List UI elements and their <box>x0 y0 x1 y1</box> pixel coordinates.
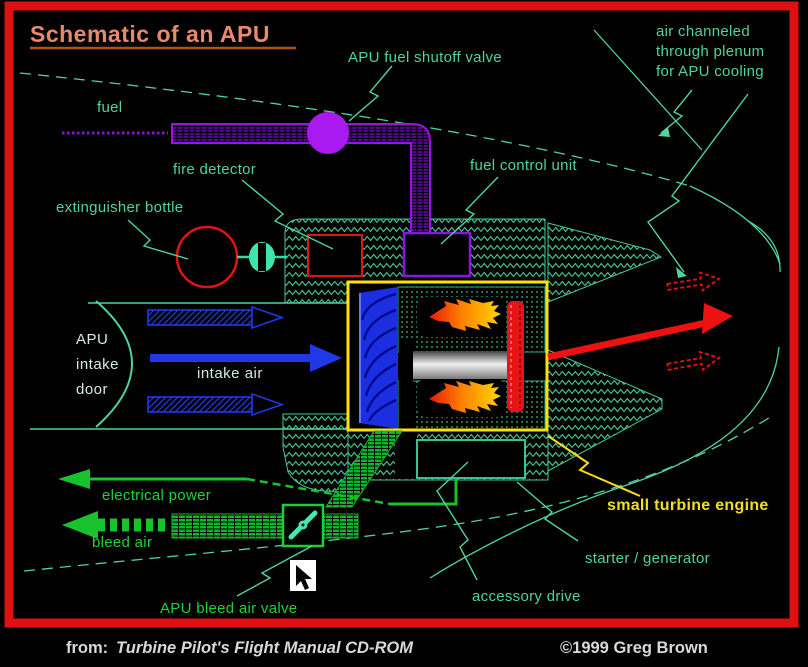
footer-from-prefix: from: <box>66 639 108 657</box>
engine-case-outline <box>346 280 549 432</box>
engine-shaft <box>413 352 509 379</box>
exhaust-arrow-shaft <box>547 319 707 361</box>
turbine <box>507 301 524 412</box>
label-apu-bleed-air-valve: APU bleed air valve <box>160 600 297 617</box>
fuel-duct <box>171 123 431 234</box>
plenum-hatch-upper-taper <box>547 222 663 303</box>
tail-cone-bottom-arc <box>429 346 780 579</box>
electrical-power-line-riser <box>390 479 458 506</box>
label-fire-detector: fire detector <box>173 161 256 178</box>
cooling-air-arrow-lower <box>666 350 722 372</box>
intake-air-dashed-arrow-upper <box>147 305 285 330</box>
extinguisher-bottle <box>175 225 239 289</box>
label-intake-air: intake air <box>197 365 263 382</box>
apu-bleed-air-valve[interactable] <box>281 503 325 548</box>
leader-accessory-drive <box>436 461 478 581</box>
label-starter-generator: starter / generator <box>585 550 710 567</box>
leader-air-channeled-short <box>660 89 693 134</box>
label-apu-intake-door-3: door <box>76 381 108 398</box>
leader-air-channeled-long-arrow <box>676 267 687 278</box>
leader-bleed-air-valve <box>236 545 313 597</box>
bleed-air-duct-diagonal <box>325 430 403 508</box>
bleed-air-arrow-head <box>62 511 98 539</box>
label-apu-intake-door-1: APU <box>76 331 108 348</box>
leader-fuel-shutoff-valve <box>348 65 393 122</box>
starter-generator-box <box>416 439 526 479</box>
compressor <box>359 287 398 429</box>
accessory-section <box>58 430 526 548</box>
intake-door-arc <box>95 300 133 428</box>
cooling-air-arrow-upper <box>666 271 722 293</box>
label-fuel: fuel <box>97 99 122 116</box>
label-air-channeled-1: air channeled <box>656 23 750 40</box>
accessory-drive-shaft <box>399 338 413 435</box>
leader-air-channeled-long <box>647 93 749 273</box>
labels: Schematic of an APU fuel APU fuel shutof… <box>30 21 769 617</box>
fire-protection <box>175 225 363 289</box>
footer-source-title: Turbine Pilot's Flight Manual CD-ROM <box>116 639 414 657</box>
label-apu-intake-door-2: intake <box>76 356 119 373</box>
bleed-air-duct <box>171 513 359 539</box>
electrical-power-line-diagonal <box>246 477 391 506</box>
label-small-turbine-engine: small turbine engine <box>607 497 769 514</box>
cursor-arrow-icon <box>296 565 312 590</box>
leader-fuel-control-unit <box>440 176 499 245</box>
bleed-valve-pivot-pin <box>301 523 305 527</box>
frame-border <box>4 1 799 628</box>
exhaust-and-cooling <box>547 271 733 372</box>
exhaust-arrow-head <box>702 303 733 334</box>
leader-small-turbine-engine <box>547 435 641 497</box>
page-title: Schematic of an APU <box>30 21 270 47</box>
label-fuel-control-unit: fuel control unit <box>470 157 577 174</box>
label-apu-fuel-shutoff-valve: APU fuel shutoff valve <box>348 49 502 66</box>
label-accessory-drive: accessory drive <box>472 588 581 605</box>
fuselage-top-line <box>19 72 691 187</box>
label-electrical-power: electrical power <box>102 487 211 504</box>
intake-air-arrow-head <box>310 344 342 372</box>
leader-extinguisher-bottle <box>127 219 189 260</box>
mouse-cursor <box>290 560 316 591</box>
label-bleed-air: bleed air <box>92 534 152 551</box>
gearbox-throat <box>395 432 417 478</box>
apu-intake <box>30 300 348 430</box>
apu-fuel-shutoff-valve <box>307 112 349 154</box>
leader-air-channeled-short-arrow <box>658 127 670 137</box>
label-air-channeled-2: through plenum <box>656 43 764 60</box>
label-air-channeled-3: for APU cooling <box>656 63 764 80</box>
fin-leading-edge <box>593 29 703 151</box>
leader-fire-detector <box>241 179 334 250</box>
fuel-system <box>62 112 472 278</box>
small-turbine-engine <box>346 280 549 435</box>
electrical-power-arrow-head <box>58 469 90 489</box>
fuselage-outline <box>19 29 781 579</box>
tail-cone-inner-arc <box>747 220 781 273</box>
leader-lines <box>127 65 749 597</box>
fuel-control-unit-box <box>402 231 472 278</box>
extinguisher-valve-bar <box>258 243 266 271</box>
label-extinguisher-bottle: extinguisher bottle <box>56 199 183 216</box>
footer-credits: from: Turbine Pilot's Flight Manual CD-R… <box>66 639 708 657</box>
footer-copyright: ©1999 Greg Brown <box>560 639 708 657</box>
leader-starter-generator <box>516 481 579 542</box>
intake-air-dashed-arrow-lower <box>147 392 285 417</box>
